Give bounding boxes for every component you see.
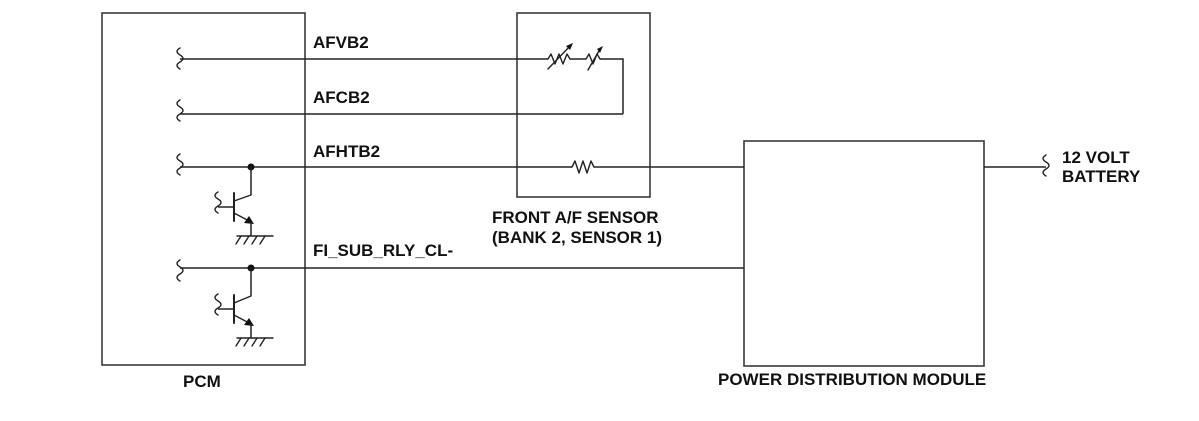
signal-label-relay: FI_SUB_RLY_CL- — [313, 241, 453, 260]
variable-resistor-icon — [547, 53, 571, 65]
transistor-heater-icon — [214, 167, 274, 245]
afvb2-circuit — [180, 43, 624, 114]
variable-resistor-2-icon — [585, 53, 601, 65]
pdm-label: POWER DISTRIBUTION MODULE — [718, 370, 986, 389]
sensor-label-line2: (BANK 2, SENSOR 1) — [492, 228, 662, 247]
sensor-label-line1: FRONT A/F SENSOR — [492, 208, 659, 227]
transistor-relay-icon — [214, 268, 274, 347]
signal-label-afhtb2: AFHTB2 — [313, 142, 380, 161]
afhtb2-circuit — [180, 160, 744, 174]
pcm-box — [101, 12, 306, 366]
power-distribution-module-box — [743, 140, 985, 367]
battery-label-line1: 12 VOLT — [1062, 148, 1130, 167]
pcm-connector-afcb2 — [176, 99, 184, 122]
pcm-label: PCM — [183, 372, 221, 391]
signal-label-afvb2: AFVB2 — [313, 33, 369, 52]
heater-resistor-icon — [571, 160, 595, 174]
pcm-connector-afhtb2 — [176, 153, 184, 176]
battery-connector — [1042, 154, 1050, 177]
battery-label-line2: BATTERY — [1062, 167, 1141, 186]
front-af-sensor-box — [516, 12, 651, 198]
signal-label-afcb2: AFCB2 — [313, 88, 370, 107]
pcm-connector-relay — [176, 259, 184, 282]
